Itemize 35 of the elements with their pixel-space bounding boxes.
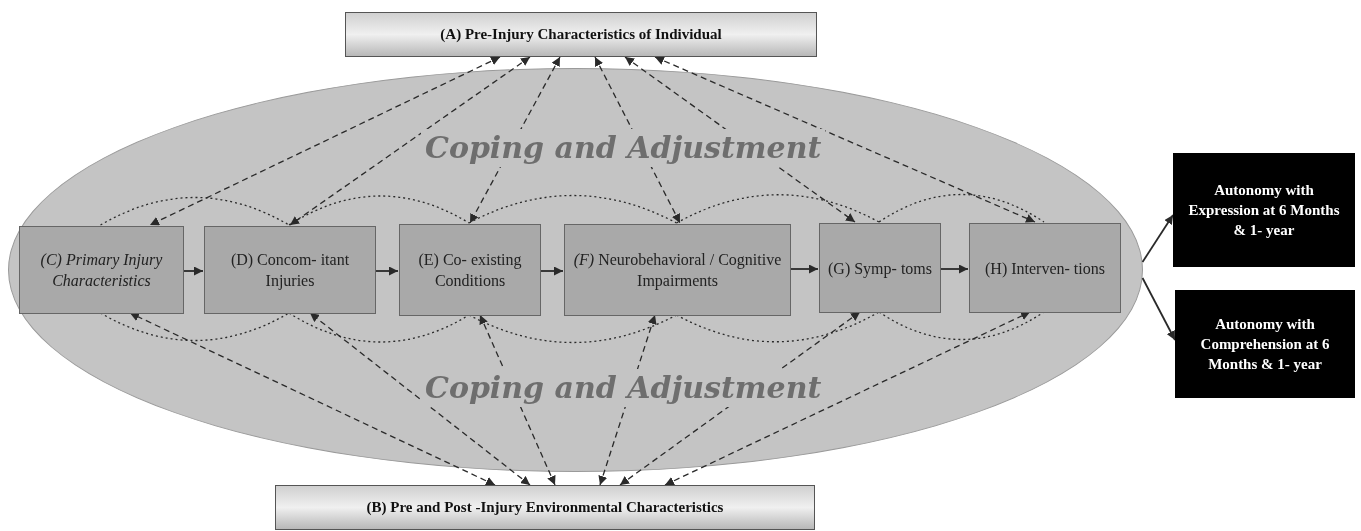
arrow bbox=[594, 56, 681, 224]
characteristics-box: (A) Pre-Injury Characteristics of Individual bbox=[345, 12, 817, 57]
arrow bbox=[1141, 277, 1176, 341]
arrow bbox=[469, 56, 561, 224]
process-box: (F) Neurobehavioral / Cognitive Impairments bbox=[564, 224, 791, 316]
process-box: (C) Primary Injury Characteristics bbox=[19, 226, 184, 314]
ellipse-label: Coping and Adjustment bbox=[421, 129, 826, 167]
arrow bbox=[664, 311, 1031, 486]
arrow bbox=[539, 266, 564, 276]
arrow bbox=[479, 314, 556, 486]
arrow bbox=[624, 56, 856, 223]
arrow bbox=[374, 266, 399, 276]
dotted-arc bbox=[99, 196, 290, 226]
dotted-arc bbox=[468, 194, 678, 224]
arrow bbox=[939, 264, 969, 274]
dotted-arc bbox=[288, 195, 470, 226]
arrow bbox=[789, 264, 819, 274]
dotted-arc bbox=[878, 193, 1045, 223]
arrow bbox=[1141, 214, 1174, 263]
outcome-box: Autonomy with Comprehension at 6 Months & 1- year bbox=[1175, 290, 1355, 398]
process-box: (E) Co- existing Conditions bbox=[399, 224, 541, 316]
arrow bbox=[654, 56, 1036, 223]
arrow bbox=[182, 266, 204, 276]
characteristics-box: (B) Pre and Post -Injury Environmental Characteristics bbox=[275, 485, 815, 530]
arrow bbox=[309, 312, 531, 486]
arrow bbox=[598, 314, 657, 486]
arrow bbox=[289, 56, 531, 226]
outcome-box: Autonomy with Expression at 6 Months & 1- year bbox=[1173, 153, 1355, 267]
arrow bbox=[129, 312, 496, 486]
arrow bbox=[619, 311, 861, 486]
dotted-arc bbox=[675, 194, 880, 224]
arrow bbox=[149, 56, 501, 226]
process-box: (G) Symp- toms bbox=[819, 223, 941, 313]
process-box: (H) Interven- tions bbox=[969, 223, 1121, 313]
process-box: (D) Concom- itant Injuries bbox=[204, 226, 376, 314]
